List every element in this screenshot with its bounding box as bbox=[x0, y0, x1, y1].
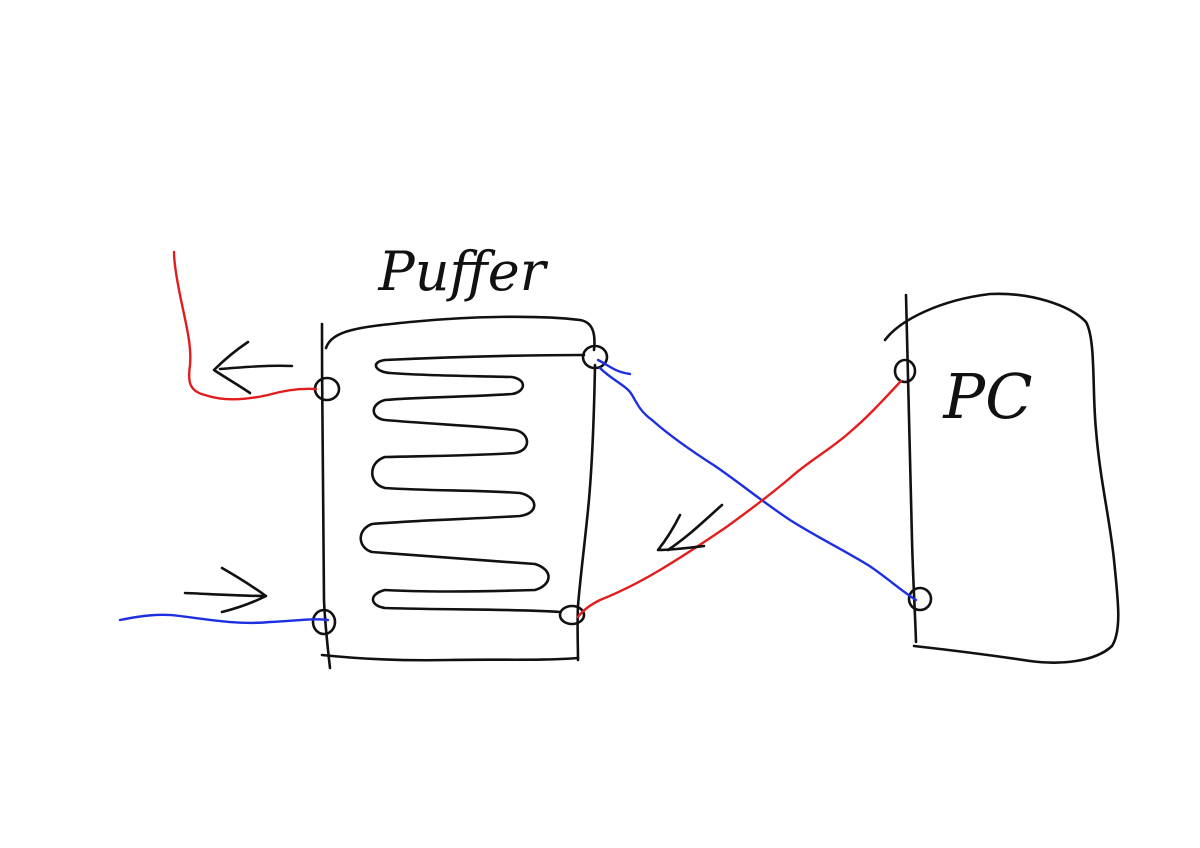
buffer-port-coil-bottom bbox=[558, 604, 586, 626]
arrow-down-left-icon bbox=[656, 503, 724, 552]
flow-pipe-from-heat-pump bbox=[576, 379, 903, 619]
heating-coil bbox=[359, 353, 586, 614]
heat-pump-body bbox=[883, 292, 1120, 664]
heat-pump-port-top bbox=[893, 358, 917, 384]
buffer-tank bbox=[320, 315, 597, 670]
heat-pump-unit bbox=[883, 292, 1120, 664]
buffer-port-coil-top bbox=[581, 344, 609, 370]
buffer-tank-top bbox=[324, 315, 596, 352]
buffer-tank-bottom bbox=[320, 653, 580, 662]
buffer-label: Puffer bbox=[377, 240, 548, 303]
return-pipe-to-heat-pump bbox=[596, 358, 918, 602]
buffer-port-hot-out bbox=[313, 376, 341, 402]
arrow-left-icon bbox=[212, 340, 294, 395]
buffer-tank-right-wall bbox=[576, 363, 597, 662]
flow-arrows bbox=[183, 340, 724, 614]
heat-pump-port-bottom bbox=[907, 586, 933, 612]
cold-inlet-pipe bbox=[118, 613, 330, 625]
buffer-port-cold-in bbox=[311, 608, 337, 636]
heat-pump-label: PC bbox=[942, 360, 1032, 433]
hot-outlet-pipe bbox=[172, 250, 318, 401]
arrow-right-icon bbox=[183, 566, 268, 614]
buffer-tank-left-wall bbox=[320, 322, 332, 670]
